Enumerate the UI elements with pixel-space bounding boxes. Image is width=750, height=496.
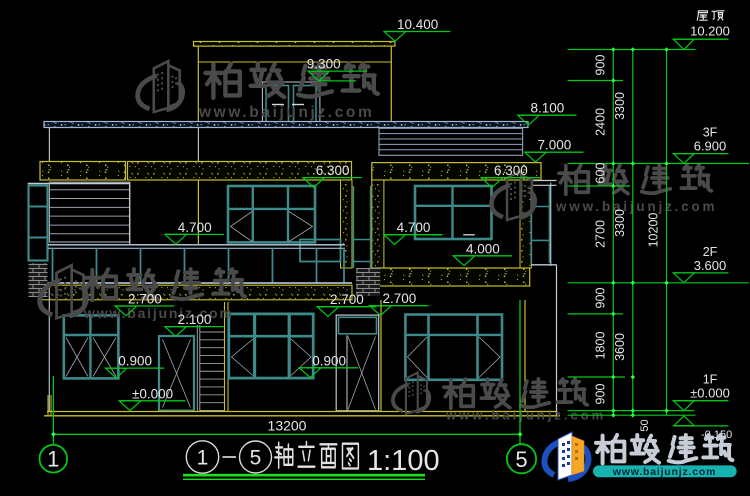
svg-text:1:100: 1:100 — [367, 445, 440, 477]
svg-text:10.400: 10.400 — [397, 17, 438, 32]
svg-text:13200: 13200 — [268, 418, 307, 434]
svg-text:www.baijunjz.com: www.baijunjz.com — [612, 466, 716, 478]
svg-text:8.100: 8.100 — [531, 101, 565, 116]
svg-text:900: 900 — [594, 384, 608, 405]
svg-text:4.700: 4.700 — [397, 220, 431, 235]
svg-text:4.700: 4.700 — [178, 220, 212, 235]
svg-text:2.700: 2.700 — [383, 291, 417, 306]
svg-text:6.900: 6.900 — [694, 139, 727, 154]
svg-text:50: 50 — [639, 419, 651, 431]
svg-text:3600: 3600 — [613, 333, 627, 361]
svg-text:3F: 3F — [703, 126, 718, 140]
svg-text:10.200: 10.200 — [690, 24, 730, 39]
svg-text:2700: 2700 — [594, 220, 608, 248]
svg-text:www.baijunjz.com: www.baijunjz.com — [445, 408, 606, 423]
svg-text:±0.000: ±0.000 — [690, 386, 730, 401]
svg-text:2F: 2F — [703, 245, 718, 259]
svg-text:www.baijunjz.com: www.baijunjz.com — [555, 199, 717, 214]
svg-text:5: 5 — [250, 447, 262, 470]
svg-text:1: 1 — [197, 447, 209, 470]
svg-text:900: 900 — [594, 55, 608, 76]
svg-text:2.100: 2.100 — [178, 312, 212, 327]
svg-text:5: 5 — [515, 447, 527, 472]
svg-text:10200: 10200 — [647, 213, 661, 248]
svg-text:4.000: 4.000 — [466, 241, 500, 256]
svg-text:www.baijunjz.com: www.baijunjz.com — [83, 305, 234, 321]
svg-text:9.300: 9.300 — [307, 57, 341, 72]
svg-text:2.700: 2.700 — [128, 292, 162, 307]
svg-text:1800: 1800 — [594, 332, 608, 360]
svg-text:900: 900 — [594, 288, 608, 309]
svg-text:1: 1 — [47, 447, 59, 472]
svg-text:2400: 2400 — [594, 108, 608, 136]
svg-text:2.700: 2.700 — [330, 292, 364, 307]
svg-text:1F: 1F — [703, 373, 718, 387]
svg-text:0.900: 0.900 — [118, 354, 152, 369]
svg-text:6.300: 6.300 — [316, 163, 350, 178]
svg-text:±0.000: ±0.000 — [132, 386, 173, 401]
svg-text:3300: 3300 — [613, 209, 627, 237]
svg-text:600: 600 — [594, 163, 608, 184]
svg-text:3.600: 3.600 — [694, 258, 727, 273]
svg-text:7.000: 7.000 — [538, 138, 572, 153]
svg-text:6.300: 6.300 — [494, 163, 528, 178]
svg-text:3300: 3300 — [613, 92, 627, 120]
svg-text:www.baijunjz.com: www.baijunjz.com — [198, 104, 374, 121]
svg-text:0.900: 0.900 — [312, 353, 346, 368]
